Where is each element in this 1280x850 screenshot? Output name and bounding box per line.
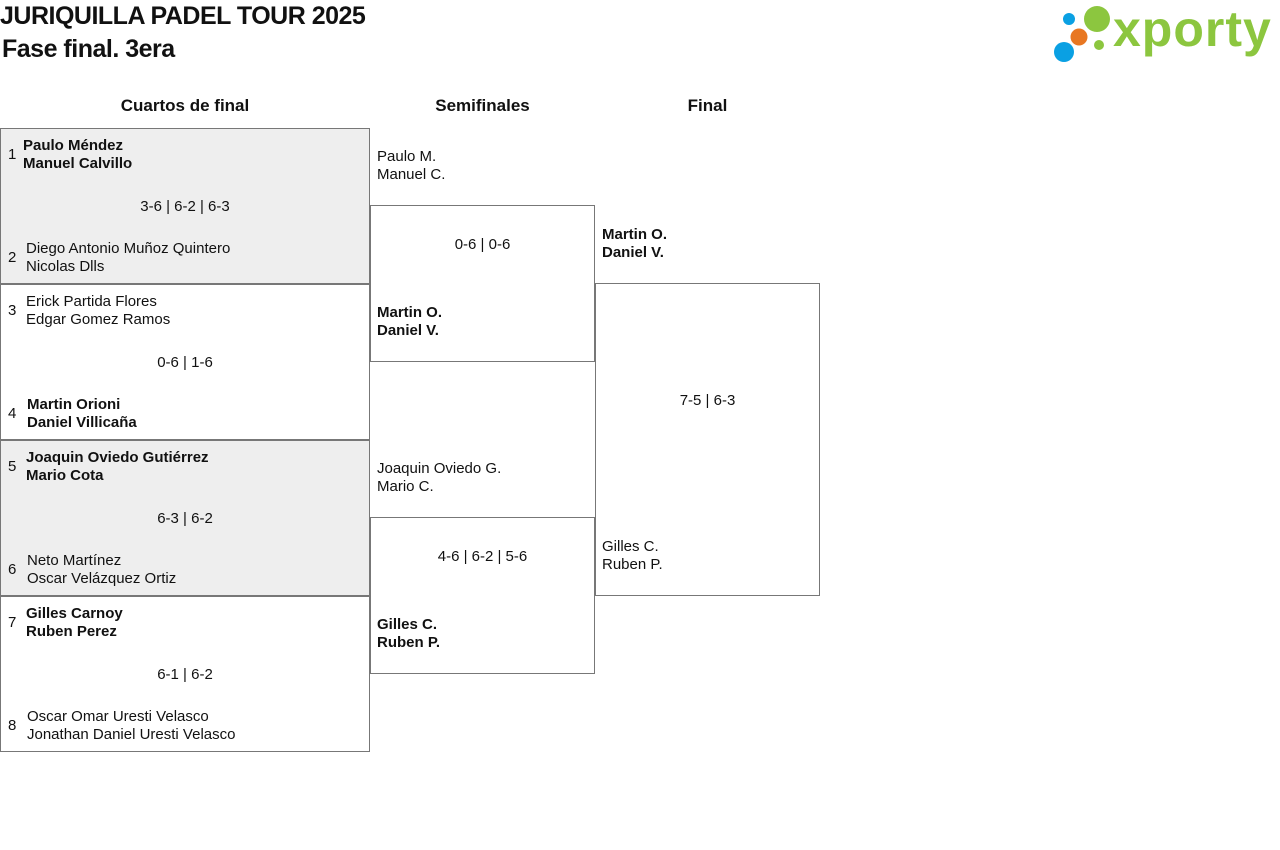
- player-name: Nicolas Dlls: [26, 258, 105, 275]
- player-name: Manuel Calvillo: [23, 155, 133, 172]
- player-name: Martin Orioni: [27, 396, 121, 413]
- player-name: Ruben P.: [602, 556, 663, 573]
- seed-number: 1: [8, 146, 17, 163]
- page-subtitle: Fase final. 3era: [2, 35, 175, 63]
- semifinal-2-top-team: Joaquin Oviedo G. Mario C.: [377, 460, 501, 496]
- player-name: Erick Partida Flores: [26, 293, 157, 310]
- seed-number: 7: [8, 614, 17, 631]
- player-name: Edgar Gomez Ramos: [26, 311, 171, 328]
- match-score: 6-3 | 6-2: [157, 510, 213, 527]
- player-name: Mario C.: [377, 478, 434, 495]
- quarterfinal-match-3: 5 Joaquin Oviedo Gutiérrez Mario Cota 6-…: [0, 440, 370, 596]
- team-players: Oscar Omar Uresti Velasco Jonathan Danie…: [27, 708, 235, 744]
- seed-number: 3: [8, 302, 17, 319]
- quarterfinal-match-1: 1 Paulo Méndez Manuel Calvillo 3-6 | 6-2…: [0, 128, 370, 284]
- seed-number: 4: [8, 405, 17, 422]
- team-players: Neto Martínez Oscar Velázquez Ortiz: [27, 552, 176, 588]
- player-name: Paulo M.: [377, 148, 437, 165]
- round-header-quarterfinals: Cuartos de final: [120, 96, 250, 115]
- team-players: Gilles Carnoy Ruben Perez: [26, 605, 123, 641]
- player-name: Joaquin Oviedo Gutiérrez: [26, 449, 209, 466]
- final-match: 7-5 | 6-3: [595, 283, 820, 596]
- match-score: 7-5 | 6-3: [679, 392, 736, 409]
- player-name: Daniel Villicaña: [27, 414, 137, 431]
- team-players: Martin Orioni Daniel Villicaña: [27, 396, 137, 432]
- logo-dots-icon: [1054, 6, 1110, 62]
- player-name: Diego Antonio Muñoz Quintero: [26, 240, 231, 257]
- player-name: Daniel V.: [602, 244, 664, 261]
- team-players: Diego Antonio Muñoz Quintero Nicolas Dll…: [26, 240, 230, 276]
- player-name: Mario Cota: [26, 467, 104, 484]
- seed-number: 6: [8, 561, 17, 578]
- quarterfinal-match-2: 3 Erick Partida Flores Edgar Gomez Ramos…: [0, 284, 370, 440]
- team-players: Paulo Méndez Manuel Calvillo: [23, 137, 132, 173]
- player-name: Martin O.: [377, 304, 443, 321]
- semifinal-match-1: 0-6 | 0-6: [370, 205, 595, 362]
- player-name: Gilles C.: [602, 538, 659, 555]
- player-name: Ruben P.: [377, 634, 441, 651]
- team-players: Joaquin Oviedo Gutiérrez Mario Cota: [26, 449, 209, 485]
- match-score: 6-1 | 6-2: [157, 666, 213, 683]
- final-top-team: Martin O. Daniel V.: [602, 226, 667, 262]
- player-name: Gilles C.: [377, 616, 438, 633]
- semifinal-1-bottom-team: Martin O. Daniel V.: [377, 304, 442, 340]
- player-name: Paulo Méndez: [23, 137, 124, 154]
- final-bottom-team: Gilles C. Ruben P.: [602, 538, 663, 574]
- player-name: Joaquin Oviedo G.: [377, 460, 502, 477]
- player-name: Neto Martínez: [27, 552, 122, 569]
- round-header-final: Final: [687, 96, 728, 115]
- round-header-semifinals: Semifinales: [435, 96, 530, 115]
- match-score: 0-6 | 0-6: [454, 236, 511, 253]
- player-name: Oscar Omar Uresti Velasco: [27, 708, 209, 725]
- player-name: Ruben Perez: [26, 623, 117, 640]
- semifinal-2-bottom-team: Gilles C. Ruben P.: [377, 616, 440, 652]
- semifinal-1-top-team: Paulo M. Manuel C.: [377, 148, 445, 184]
- match-score: 4-6 | 6-2 | 5-6: [437, 548, 528, 565]
- quarterfinal-match-4: 7 Gilles Carnoy Ruben Perez 6-1 | 6-2 8 …: [0, 596, 370, 752]
- match-score: 3-6 | 6-2 | 6-3: [140, 198, 230, 215]
- player-name: Jonathan Daniel Uresti Velasco: [27, 726, 236, 743]
- semifinal-match-2: 4-6 | 6-2 | 5-6: [370, 517, 595, 674]
- player-name: Oscar Velázquez Ortiz: [27, 570, 177, 587]
- seed-number: 8: [8, 717, 17, 734]
- seed-number: 2: [8, 249, 17, 266]
- player-name: Gilles Carnoy: [26, 605, 123, 622]
- match-score: 0-6 | 1-6: [157, 354, 213, 371]
- player-name: Martin O.: [602, 226, 668, 243]
- player-name: Daniel V.: [377, 322, 439, 339]
- team-players: Erick Partida Flores Edgar Gomez Ramos: [26, 293, 170, 329]
- xporty-logo: xporty: [1050, 1, 1278, 68]
- seed-number: 5: [8, 458, 17, 475]
- page-title: JURIQUILLA PADEL TOUR 2025: [0, 2, 366, 30]
- logo-wordmark: xporty: [1113, 1, 1272, 57]
- player-name: Manuel C.: [377, 166, 446, 183]
